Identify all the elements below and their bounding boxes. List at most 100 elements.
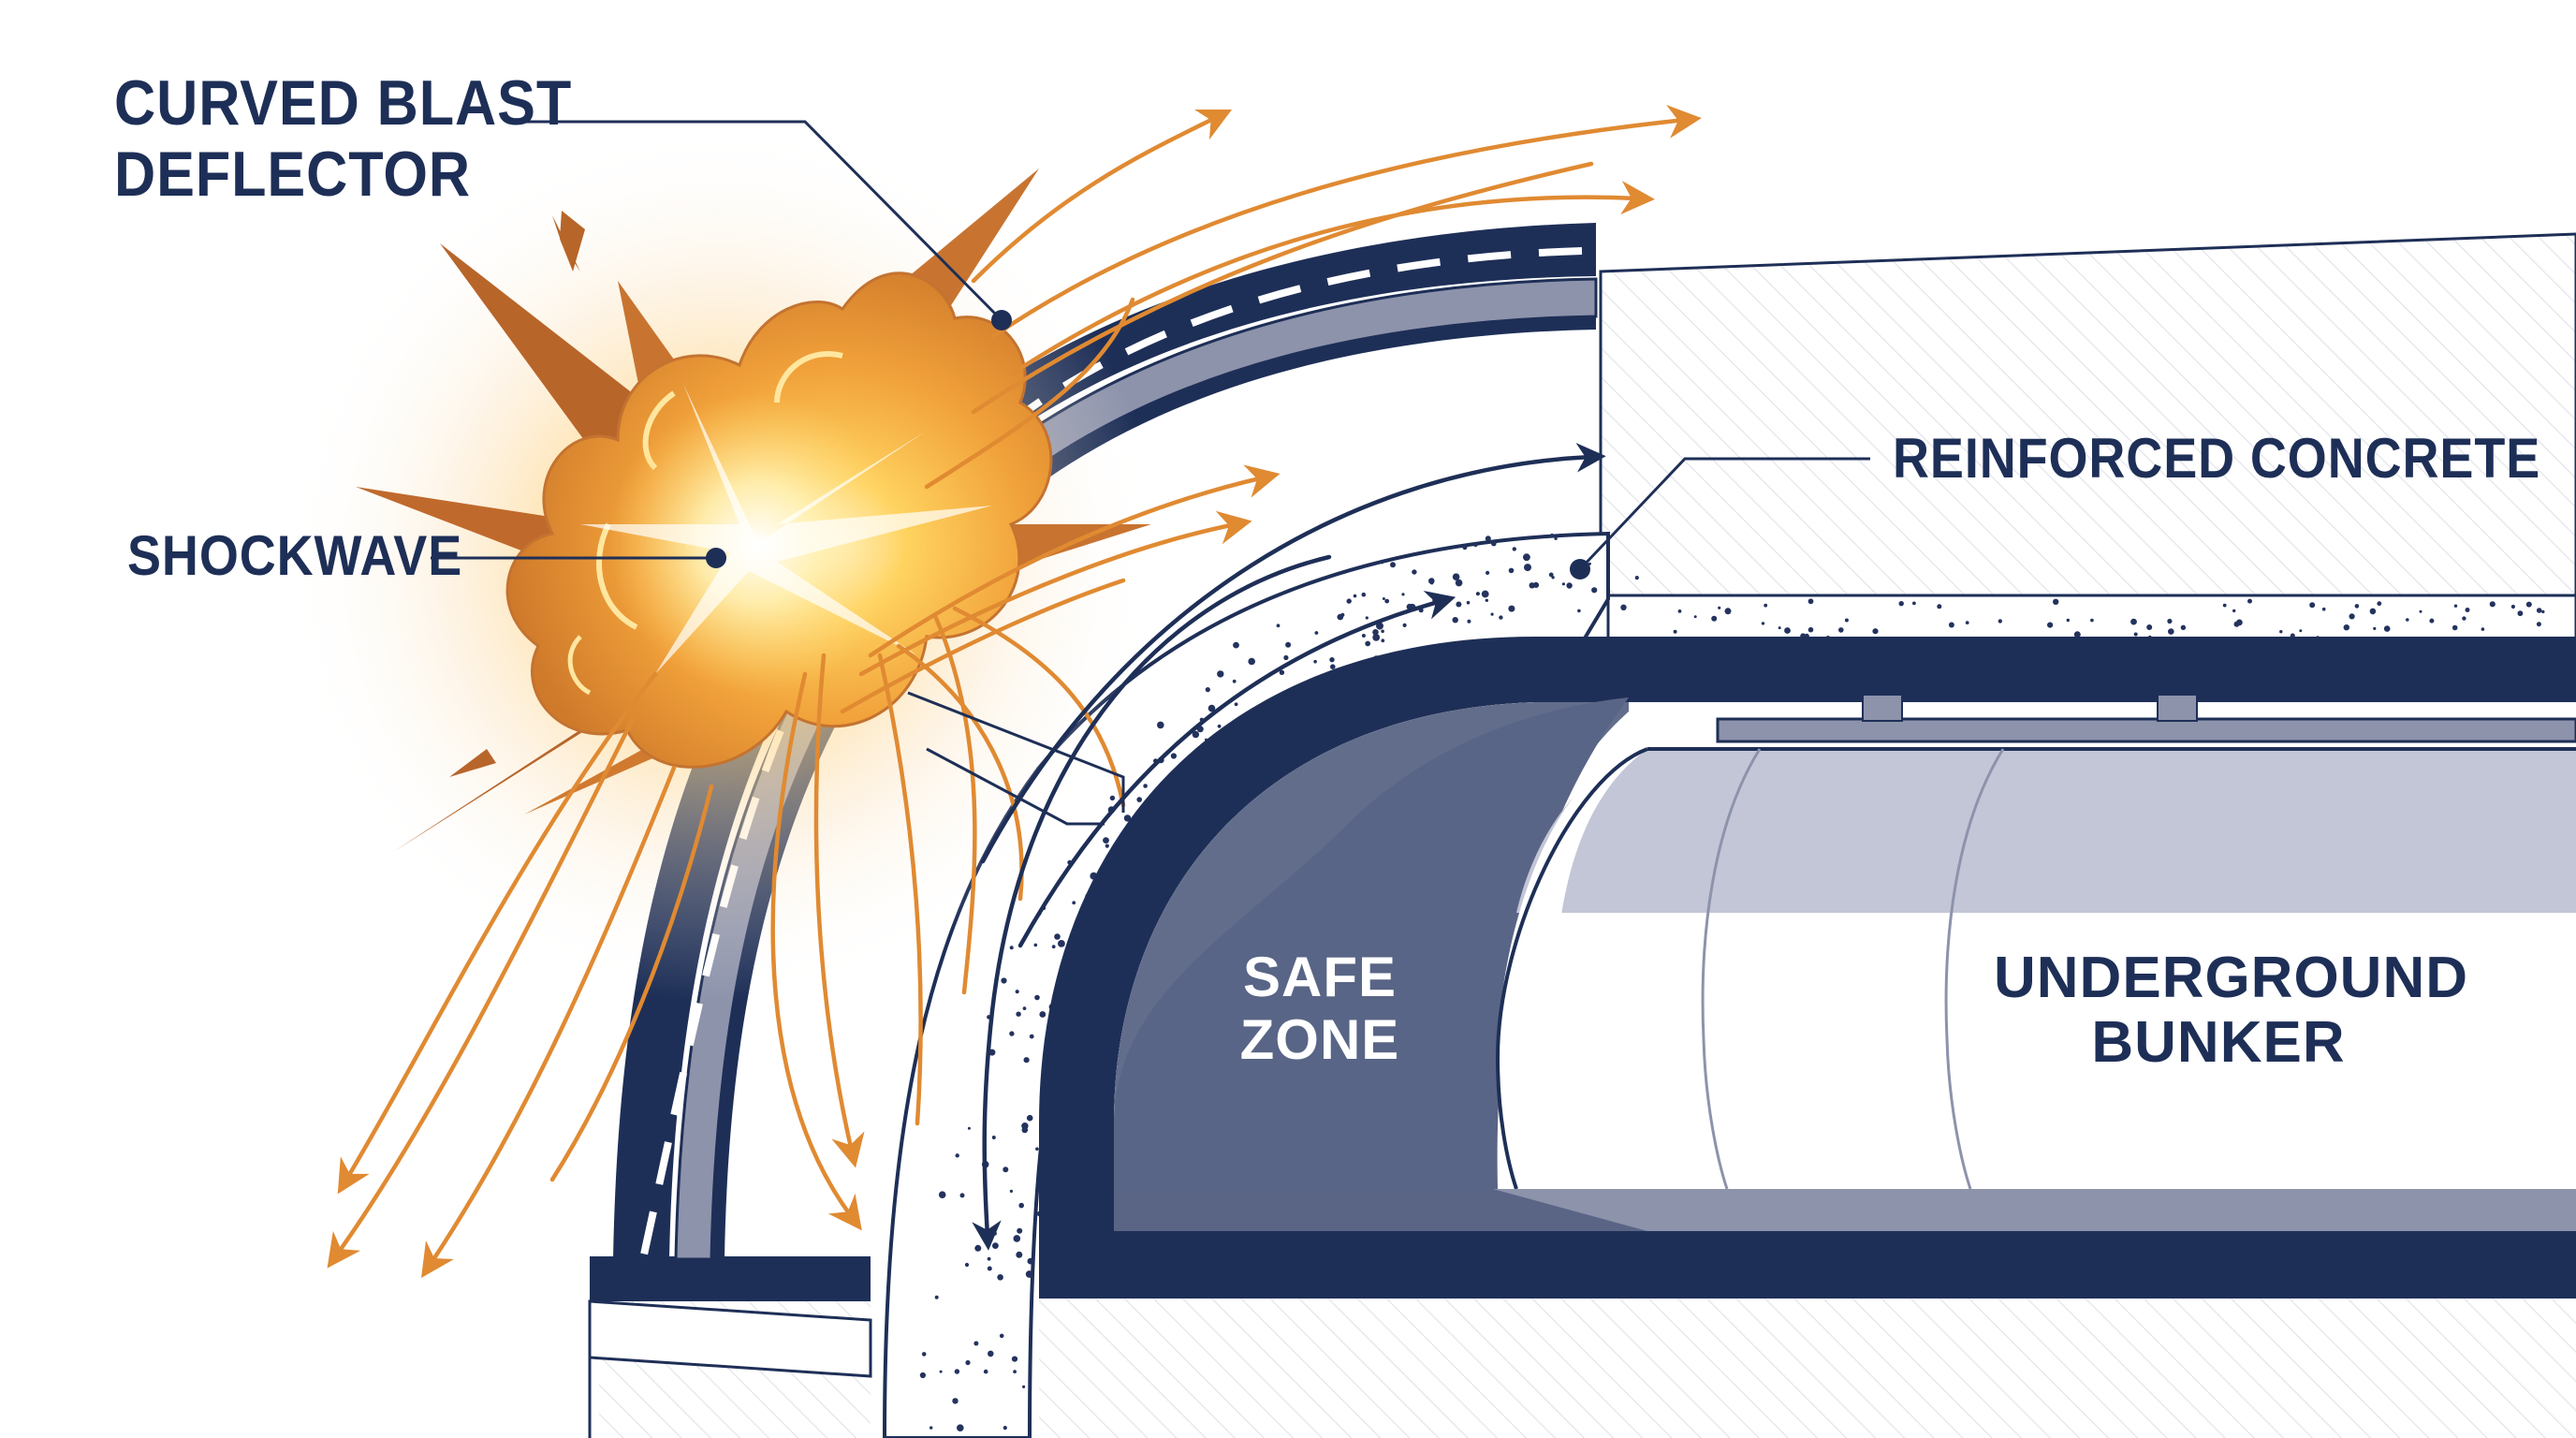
concrete-speckle bbox=[2373, 626, 2377, 631]
concrete-speckle bbox=[1016, 1251, 1023, 1258]
concrete-speckle bbox=[2146, 624, 2153, 630]
concrete-speckle bbox=[1072, 901, 1076, 905]
concrete-speckle bbox=[1390, 562, 1396, 568]
concrete-speckle bbox=[1022, 1006, 1027, 1010]
concrete-speckle bbox=[1475, 592, 1480, 596]
concrete-speckle bbox=[1485, 536, 1491, 542]
concrete-speckle bbox=[1401, 593, 1405, 596]
concrete-speckle bbox=[1314, 631, 1319, 635]
concrete-speckle bbox=[2536, 622, 2541, 627]
explosion-burst-icon bbox=[356, 169, 1151, 852]
concrete-speckle bbox=[2066, 618, 2070, 623]
concrete-speckle bbox=[2369, 608, 2377, 615]
concrete-speckle bbox=[1025, 1270, 1033, 1278]
concrete-speckle bbox=[1217, 724, 1222, 728]
concrete-speckle bbox=[957, 1424, 964, 1431]
concrete-speckle bbox=[1205, 687, 1210, 693]
concrete-speckle bbox=[919, 1372, 927, 1379]
concrete-speckle bbox=[1313, 659, 1317, 664]
concrete-speckle bbox=[1473, 542, 1478, 548]
concrete-speckle bbox=[1248, 657, 1255, 666]
concrete-speckle bbox=[1965, 621, 1969, 624]
concrete-speckle bbox=[1217, 670, 1224, 678]
concrete-speckle bbox=[967, 1126, 971, 1130]
concrete-speckle bbox=[2462, 616, 2466, 621]
concrete-speckle bbox=[2167, 618, 2173, 624]
label-line: ZONE bbox=[1239, 1008, 1400, 1072]
concrete-speckle bbox=[1380, 561, 1383, 565]
concrete-speckle bbox=[1455, 579, 1463, 587]
concrete-speckle bbox=[1402, 623, 1407, 628]
concrete-speckle bbox=[1372, 629, 1379, 636]
concrete-speckle bbox=[1276, 624, 1281, 628]
label-curved-blast-deflector: CURVED BLAST DEFLECTOR bbox=[114, 67, 572, 210]
concrete-speckle bbox=[938, 1191, 946, 1198]
concrete-speckle bbox=[1034, 994, 1040, 1001]
concrete-speckle bbox=[1764, 603, 1768, 608]
concrete-speckle bbox=[2452, 624, 2458, 631]
concrete-speckle bbox=[1912, 601, 1916, 606]
concrete-speckle bbox=[2510, 604, 2515, 609]
concrete-speckle bbox=[1548, 572, 1554, 578]
label-line: DEFLECTOR bbox=[114, 139, 471, 211]
concrete-speckle bbox=[2321, 607, 2326, 611]
concrete-speckle bbox=[1329, 657, 1335, 663]
concrete-speckle bbox=[2053, 598, 2059, 605]
label-line: CURVED BLAST bbox=[114, 67, 573, 139]
concrete-speckle bbox=[2343, 624, 2349, 631]
concrete-speckle bbox=[1003, 1426, 1007, 1431]
concrete-speckle bbox=[1109, 795, 1116, 801]
concrete-speckle bbox=[973, 1341, 979, 1346]
concrete-speckle bbox=[1724, 608, 1732, 615]
concrete-speckle bbox=[1466, 600, 1471, 605]
concrete-speckle bbox=[1233, 641, 1239, 649]
concrete-speckle bbox=[2406, 618, 2409, 622]
concrete-speckle bbox=[1279, 669, 1285, 675]
concrete-speckle bbox=[997, 1274, 1003, 1281]
concrete-speckle bbox=[1677, 609, 1682, 613]
concrete-speckle bbox=[1283, 654, 1289, 661]
concrete-speckle bbox=[929, 1426, 933, 1430]
ground-soil bbox=[599, 232, 2576, 1438]
concrete-speckle bbox=[1015, 990, 1019, 994]
concrete-speckle bbox=[1372, 634, 1381, 641]
concrete-speckle bbox=[1170, 753, 1177, 759]
concrete-speckle bbox=[1381, 638, 1385, 643]
concrete-speckle bbox=[1452, 617, 1458, 624]
redirected-flow-arrows bbox=[972, 443, 1606, 1276]
concrete-speckle bbox=[2222, 603, 2227, 608]
concrete-speckle bbox=[921, 1352, 927, 1357]
concrete-speckle bbox=[954, 1369, 960, 1374]
concrete-speckle bbox=[2419, 609, 2422, 613]
concrete-speckle bbox=[1051, 945, 1056, 949]
concrete-speckle bbox=[1778, 626, 1781, 630]
concrete-speckle bbox=[2536, 608, 2542, 613]
concrete-speckle bbox=[1937, 604, 1942, 609]
concrete-speckle bbox=[1192, 730, 1200, 739]
shockwave-flow-lines bbox=[327, 105, 1702, 1278]
concrete-speckle bbox=[1382, 597, 1385, 600]
concrete-speckle bbox=[1485, 598, 1489, 602]
concrete-speckle bbox=[2130, 618, 2137, 625]
concrete-speckle bbox=[2236, 619, 2243, 626]
concrete-speckle bbox=[1384, 598, 1390, 604]
concrete-speckle bbox=[1234, 702, 1238, 707]
concrete-speckle bbox=[2133, 632, 2138, 637]
label-safe-zone: SAFE ZONE bbox=[1208, 946, 1432, 1071]
concrete-speckle bbox=[955, 1153, 959, 1158]
concrete-speckle bbox=[2090, 618, 2094, 623]
concrete-speckle bbox=[1634, 576, 1639, 580]
concrete-speckle bbox=[1058, 940, 1065, 947]
leader-lines bbox=[431, 120, 1870, 826]
concrete-speckle bbox=[2168, 628, 2174, 635]
leader-dot-icon bbox=[706, 310, 1590, 580]
concrete-speckle bbox=[952, 1398, 959, 1404]
concrete-speckle bbox=[1143, 784, 1148, 788]
concrete-speckle bbox=[2299, 629, 2303, 633]
concrete-speckle bbox=[1232, 679, 1237, 683]
concrete-speckle bbox=[1549, 533, 1555, 538]
concrete-speckle bbox=[1998, 619, 2002, 624]
concrete-speckle bbox=[1529, 582, 1535, 589]
concrete-speckle bbox=[2525, 601, 2532, 608]
